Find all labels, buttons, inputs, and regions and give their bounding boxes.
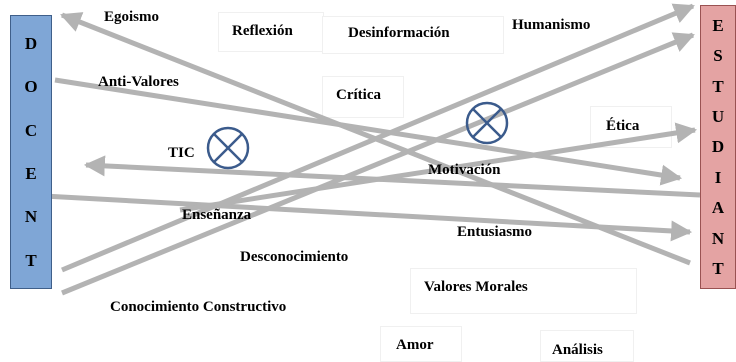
label-anti-valores: Anti-Valores xyxy=(98,74,179,90)
docente-letter: C xyxy=(24,120,38,140)
critica-box xyxy=(322,76,404,118)
docente-letter: N xyxy=(24,207,38,227)
label-entusiasmo: Entusiasmo xyxy=(457,224,533,240)
label-valores-morales: Valores Morales xyxy=(424,279,528,295)
docente-letter: T xyxy=(25,250,37,270)
label-etica: Ética xyxy=(606,118,640,134)
label-critica: Crítica xyxy=(336,87,381,103)
amor-box xyxy=(380,326,462,362)
estudiante-letter: U xyxy=(711,107,725,127)
docente-letter: E xyxy=(25,164,37,184)
label-egoismo: Egoismo xyxy=(104,9,160,25)
label-humanismo: Humanismo xyxy=(512,17,591,33)
docente-letter: O xyxy=(24,77,38,97)
estudiante-letter: I xyxy=(714,167,722,187)
label-ensenanza: Enseñanza xyxy=(182,207,252,223)
arrow-motivacion xyxy=(61,32,695,296)
arrow-anti-valores xyxy=(54,77,683,186)
estudiante-letter: A xyxy=(711,198,725,218)
estudiante-letter: D xyxy=(711,137,725,157)
docente-letter: D xyxy=(24,34,38,54)
arrow-ensenanza xyxy=(43,193,693,242)
label-amor: Amor xyxy=(396,337,434,353)
estudiante-letter: T xyxy=(712,259,724,279)
estudiante-letter: N xyxy=(711,228,725,248)
arrow-humanismo xyxy=(61,3,695,273)
valores-morales-box xyxy=(410,268,637,314)
analisis-box xyxy=(540,330,634,362)
estudiante-letter: T xyxy=(712,76,724,96)
arrow-etica xyxy=(179,122,698,213)
label-desconocimiento: Desconocimiento xyxy=(240,249,349,265)
label-reflexion: Reflexión xyxy=(232,23,293,39)
label-motivacion: Motivación xyxy=(428,162,501,178)
desinformacion-box xyxy=(322,16,504,54)
reflexion-box xyxy=(218,12,324,52)
label-tic: TIC xyxy=(168,145,195,161)
docente-column: D O C E N T xyxy=(10,15,52,289)
estudiante-letter: E xyxy=(712,15,724,35)
label-analisis: Análisis xyxy=(552,342,603,358)
estudiante-column: E S T U D I A N T xyxy=(700,5,736,289)
label-conocimiento-constructivo: Conocimiento Constructivo xyxy=(110,299,287,315)
blocked-circle-right xyxy=(465,101,509,145)
estudiante-letter: S xyxy=(713,46,723,66)
label-desinformacion: Desinformación xyxy=(348,25,450,41)
arrow-tic xyxy=(83,155,701,198)
blocked-circle-left xyxy=(206,126,250,170)
